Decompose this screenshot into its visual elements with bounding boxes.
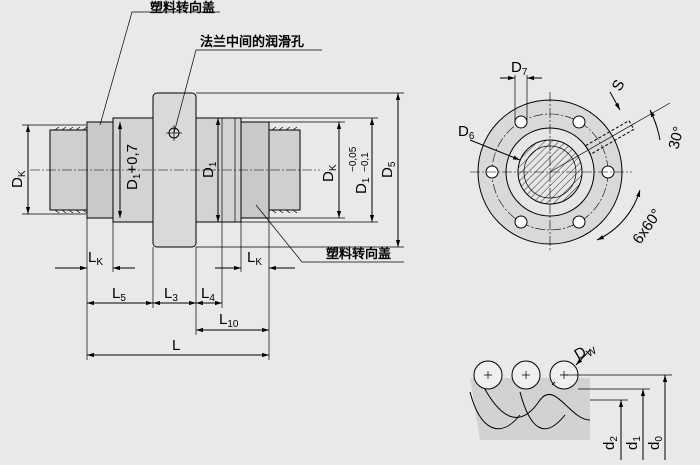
holes-6x60-label: 6x60°: [629, 206, 665, 247]
lube-hole-label: 法兰中间的润滑孔: [200, 34, 304, 50]
lk-left-label: LK: [88, 249, 103, 268]
s-label: S: [609, 77, 629, 94]
d1-fit-lower: −0,1: [360, 152, 371, 172]
dk-left-label: DK: [9, 170, 28, 188]
d1-small-label: d1: [624, 436, 643, 450]
d6-label: D6: [458, 123, 475, 142]
d2-label: d2: [601, 436, 620, 450]
l3-label: L3: [164, 285, 178, 304]
ball-detail-view: DW d2 d1 d0: [469, 338, 672, 460]
side-view: DK D1+0,7 D1 DK D1 −0,05 −0,1 D5 LK LK L…: [9, 0, 404, 360]
d1-fit-upper: −0,05: [348, 146, 359, 172]
l4-label: L4: [201, 285, 215, 304]
d1-tol-label: D1+0,7: [124, 144, 143, 190]
dk-right-label: DK: [320, 164, 339, 182]
plastic-cover-top-label: 塑料转向盖: [150, 0, 215, 16]
dw-label: DW: [572, 338, 600, 365]
d5-label: D5: [379, 161, 398, 178]
lk-right-label: LK: [247, 249, 262, 268]
plastic-cover-bottom-label: 塑料转向盖: [326, 246, 391, 262]
angle-30-label: 30°: [665, 125, 687, 151]
l10-label: L10: [219, 311, 239, 330]
d1-label: D1: [200, 161, 219, 178]
d7-label: D7: [511, 59, 528, 78]
front-view: D7 D6 S 30° 6x60°: [458, 59, 688, 252]
l5-label: L5: [112, 285, 126, 304]
l-label: L: [172, 337, 180, 354]
d1-fit-label: D1: [353, 177, 372, 194]
d0-label: d0: [646, 436, 665, 450]
